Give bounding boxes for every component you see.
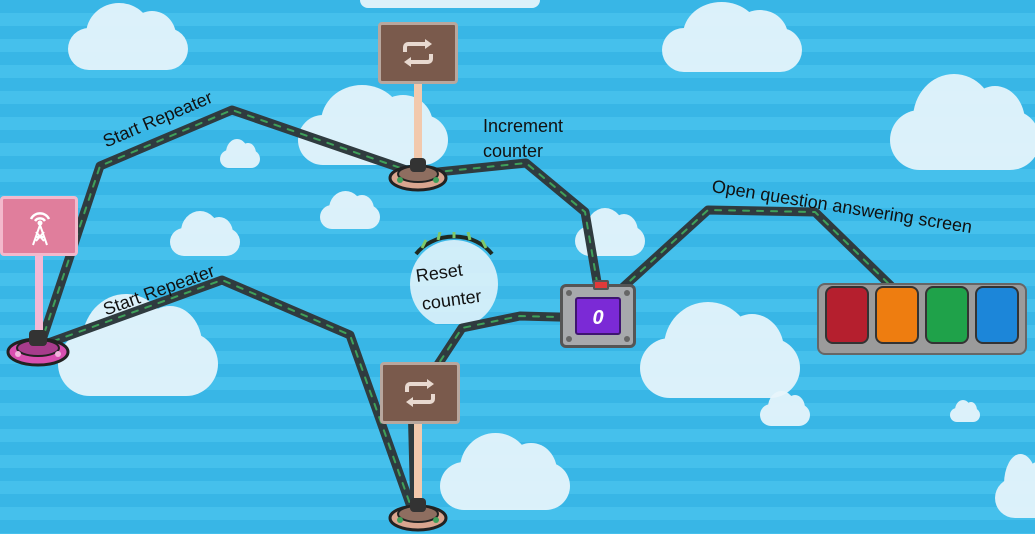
answer-button-green[interactable] — [925, 286, 969, 344]
answer-button-red[interactable] — [825, 286, 869, 344]
counter-display: 0 — [575, 297, 621, 335]
cloud — [760, 390, 810, 426]
cloud — [58, 293, 218, 396]
counter-bolt — [566, 290, 572, 296]
cloud — [950, 399, 980, 422]
cloud — [440, 433, 570, 510]
repeater-pad[interactable] — [388, 494, 448, 534]
counter-bolt — [566, 336, 572, 342]
counter-bolt — [624, 336, 630, 342]
cloud — [995, 454, 1035, 518]
cloud — [662, 1, 802, 72]
cloud — [320, 190, 380, 229]
repeat-icon — [405, 379, 435, 407]
cloud — [170, 211, 240, 256]
answer-button-orange[interactable] — [875, 286, 919, 344]
broadcaster-device[interactable] — [0, 196, 78, 256]
broadcaster-beam — [35, 256, 43, 346]
repeater-beam — [414, 84, 422, 176]
wire — [35, 105, 423, 351]
repeater-device[interactable] — [380, 362, 460, 424]
broadcaster-pad[interactable] — [6, 326, 70, 370]
repeater-pad[interactable] — [388, 154, 448, 194]
answer-buttons-panel — [817, 283, 1027, 355]
wire-label-increment-counter: Increment — [483, 116, 564, 136]
counter-device[interactable]: 0 — [560, 280, 636, 348]
cloud — [640, 302, 800, 398]
trigger-zone[interactable] — [402, 232, 506, 324]
repeater-device[interactable] — [378, 22, 458, 84]
radio-tower-icon — [29, 212, 51, 246]
wire — [615, 205, 897, 295]
cloud — [68, 2, 188, 70]
cloud — [360, 0, 540, 8]
counter-bolt — [624, 290, 630, 296]
counter-led — [593, 280, 609, 290]
repeater-beam — [414, 422, 422, 514]
answer-button-blue[interactable] — [975, 286, 1019, 344]
wire-label-increment-counter: counter — [483, 141, 544, 161]
wire — [35, 275, 420, 523]
repeat-icon — [403, 39, 433, 67]
cloud — [220, 139, 260, 168]
cloud — [890, 74, 1035, 170]
